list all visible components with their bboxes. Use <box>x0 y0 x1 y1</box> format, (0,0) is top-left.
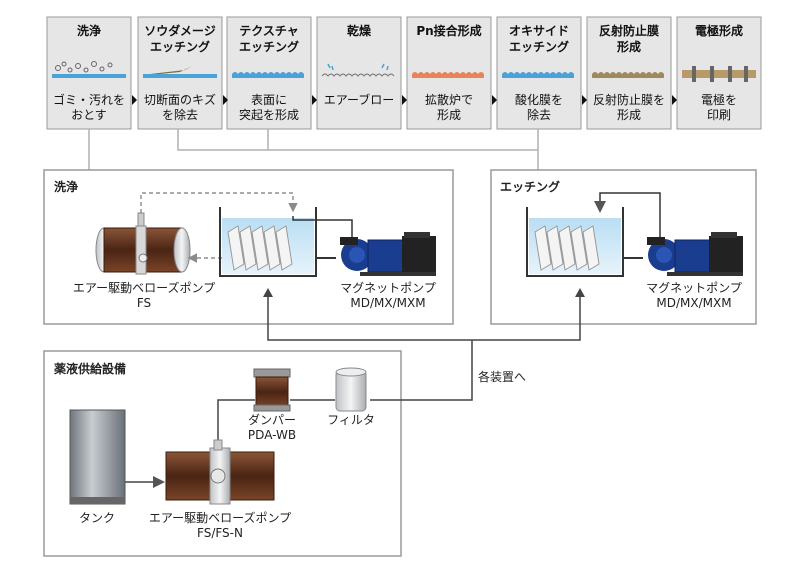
step-title-saw-damage-1: ソウダメージ <box>144 24 216 38</box>
supply-bellows-pump-model: FS/FS-N <box>197 526 243 540</box>
step-desc-electrode-1: 電極を <box>700 93 737 107</box>
cleaning-magnet-pump-label: マグネットポンプ <box>340 281 436 295</box>
step-desc-cleaning-2: おとす <box>71 108 107 122</box>
step-desc-drying-1: エアーブロー <box>323 93 395 107</box>
step-box-1 <box>46 16 132 130</box>
etching-tank <box>526 207 624 277</box>
step-box-4 <box>316 16 402 130</box>
cleaning-bellows-pump <box>95 212 191 275</box>
step-desc-texture-2: 突起を形成 <box>238 108 299 122</box>
step-title-texture-1: テクスチャ <box>239 24 299 38</box>
step-icon-antireflect <box>592 72 664 78</box>
step-icon-texture <box>232 72 304 78</box>
step-title-drying: 乾燥 <box>346 24 371 38</box>
step-desc-oxide-1: 酸化膜を <box>514 93 563 107</box>
cleaning-magnet-pump-model: MD/MX/MXM <box>350 296 426 310</box>
cleaning-magnet-pump <box>292 216 436 276</box>
step-icon-cleaning <box>52 61 126 78</box>
step-desc-saw-damage-2: を除去 <box>161 108 198 122</box>
step-title-pn: Pn接合形成 <box>416 24 482 38</box>
etching-section-frame <box>490 169 757 325</box>
cleaning-bellows-pump-label: エアー駆動ベローズポンプ <box>72 281 216 295</box>
etching-magnet-pump-model: MD/MX/MXM <box>656 296 732 310</box>
cleaning-bellows-pump-model: FS <box>136 296 152 310</box>
step-icon-pn <box>412 72 484 78</box>
damper-model: PDA-WB <box>247 428 297 442</box>
step-desc-antireflect-1: 反射防止膜を <box>592 93 665 107</box>
damper-device <box>253 368 291 412</box>
etching-section-title: エッチング <box>500 180 561 194</box>
step-box-2 <box>137 16 223 130</box>
step-title-antireflect-1: 反射防止膜 <box>598 24 659 38</box>
step-icon-oxide <box>502 72 574 78</box>
supply-section-title: 薬液供給設備 <box>54 362 127 376</box>
supply-tank <box>69 409 126 505</box>
to-devices-label: 各装置へ <box>478 370 527 384</box>
filter-device <box>335 367 367 412</box>
step-desc-cleaning-1: ゴミ・汚れを <box>52 93 125 107</box>
step-title-antireflect-2: 形成 <box>616 40 641 54</box>
tank-label: タンク <box>78 511 115 525</box>
step-desc-texture-1: 表面に <box>250 93 287 107</box>
connector-lines <box>88 129 539 170</box>
step-title-oxide-1: オキサイド <box>508 24 569 38</box>
supply-section-frame <box>43 350 402 557</box>
step-desc-pn-2: 形成 <box>436 108 461 122</box>
etching-magnet-pump <box>594 192 743 276</box>
step-title-electrode: 電極形成 <box>694 24 743 38</box>
filter-label: フィルタ <box>327 413 375 427</box>
step-title-oxide-2: エッチング <box>508 40 569 54</box>
supply-bellows-pump-label: エアー駆動ベローズポンプ <box>148 511 292 525</box>
step-icon-drying <box>321 63 395 77</box>
step-desc-saw-damage-1: 切断面のキズ <box>143 93 216 107</box>
step-title-texture-2: エッチング <box>238 40 299 54</box>
etching-magnet-pump-label: マグネットポンプ <box>646 281 742 295</box>
supply-lines <box>125 290 581 488</box>
step-desc-oxide-2: 除去 <box>526 108 551 122</box>
step-desc-antireflect-2: 形成 <box>616 108 641 122</box>
cleaning-dashed-lines <box>140 192 298 263</box>
step-icon-electrode <box>682 66 756 82</box>
cleaning-tank <box>219 207 317 277</box>
cleaning-section-frame <box>43 169 454 325</box>
step-desc-electrode-2: 印刷 <box>706 108 731 122</box>
step-desc-pn-1: 拡散炉で <box>424 93 473 107</box>
damper-label: ダンパー <box>247 413 296 427</box>
cleaning-section-title: 洗浄 <box>54 180 79 194</box>
step-arrows <box>132 95 677 105</box>
step-title-saw-damage-2: エッチング <box>149 40 210 54</box>
step-title-cleaning: 洗浄 <box>76 24 101 38</box>
supply-bellows-pump <box>165 439 275 505</box>
step-icon-saw-damage <box>143 66 217 78</box>
supply-arrowheads <box>263 288 585 297</box>
